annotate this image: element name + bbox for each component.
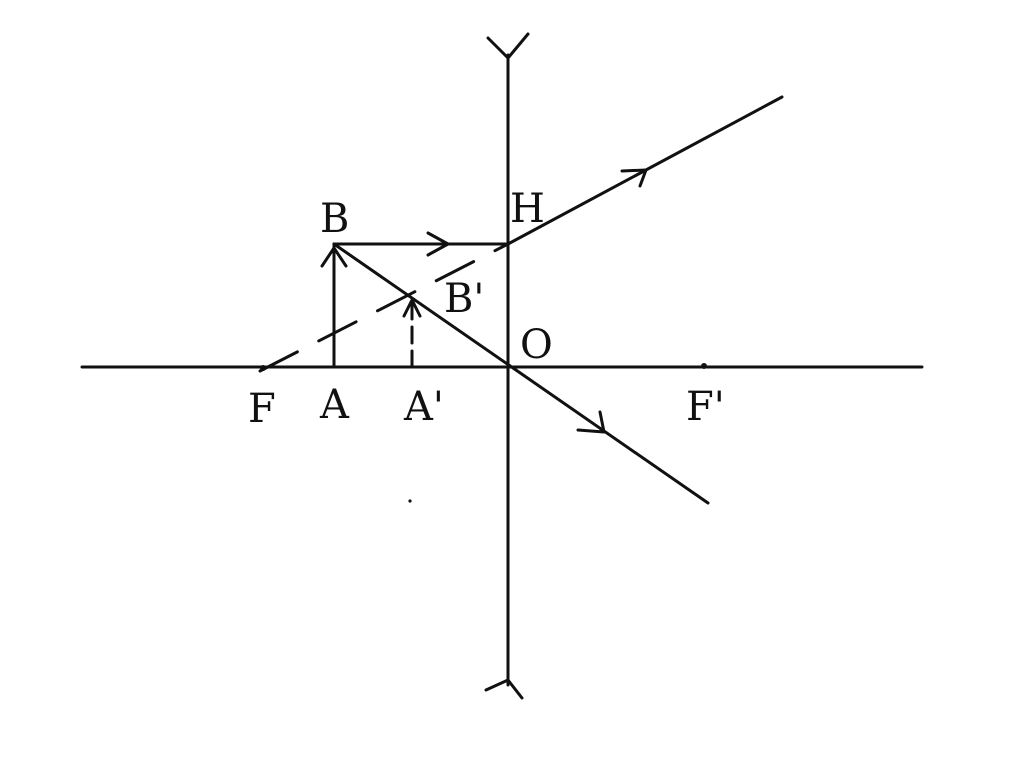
label-H: H (510, 186, 545, 232)
parallel-ray-arrowhead (426, 231, 450, 257)
central-ray-arrowhead (576, 410, 606, 434)
label-O: O (520, 322, 553, 368)
lens-bottom-arrowhead (484, 678, 524, 700)
label-A: A (319, 382, 350, 428)
lens-top-arrowhead (486, 32, 530, 60)
focal-point-F-prime-marker (701, 363, 707, 369)
central-ray-BO (332, 242, 710, 505)
label-F: F (248, 386, 276, 432)
stray-dot (408, 499, 412, 503)
label-B-prime: B' (444, 276, 484, 322)
virtual-ray-extension (258, 242, 510, 373)
image-arrowhead (402, 298, 422, 318)
label-F-prime: F' (686, 384, 725, 430)
focal-point-F-marker (260, 365, 266, 371)
label-B: B (320, 196, 349, 242)
object-arrowhead (320, 246, 348, 268)
refracted-ray-arrowhead (620, 168, 648, 188)
label-A-prime: A' (403, 384, 444, 430)
